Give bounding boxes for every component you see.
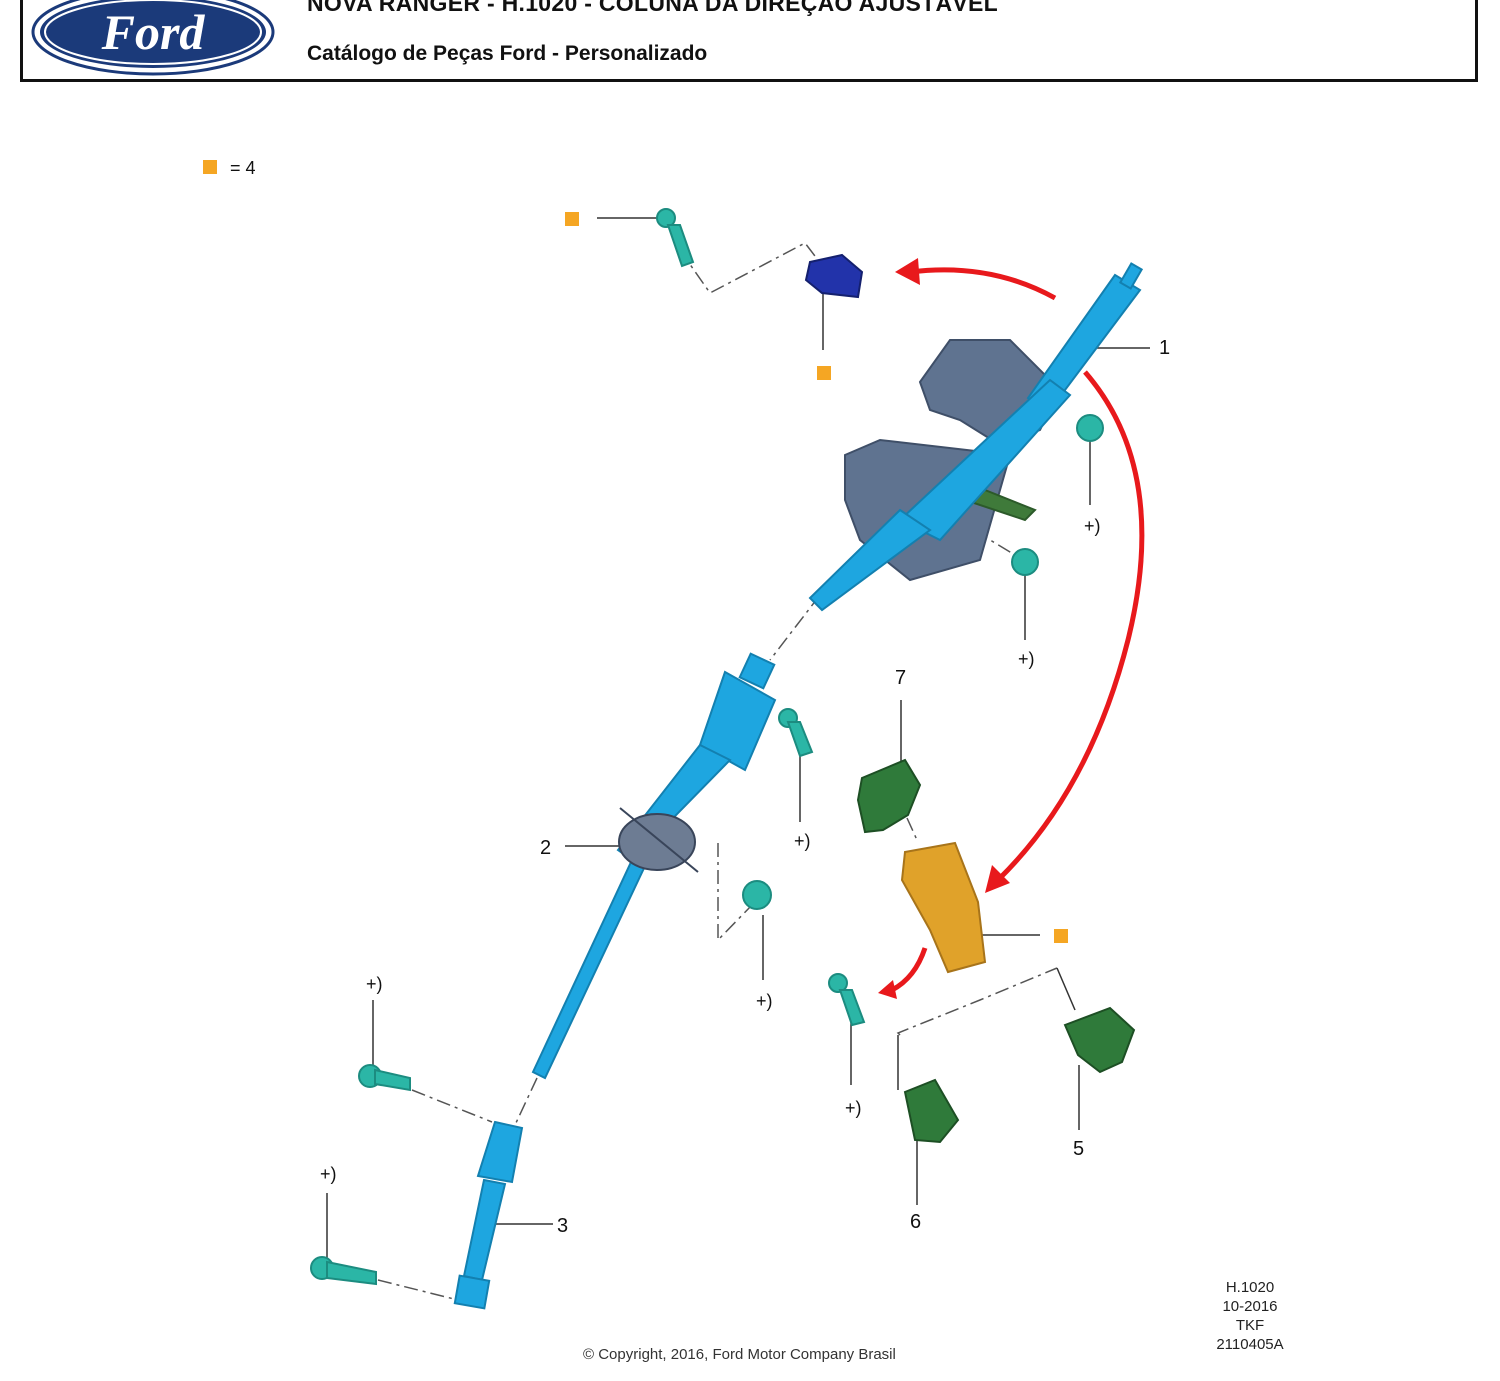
legend-text: = 4 [230,158,256,178]
plus-label: +) [1018,649,1035,669]
copyright: © Copyright, 2016, Ford Motor Company Br… [583,1346,896,1363]
callout-1: 1 [1159,337,1170,359]
plus-label: +) [366,974,383,994]
plus-labels: +) +) +) +) +) +) +) [320,516,1101,1184]
fasteners [310,208,1104,1286]
part-markers [565,212,1068,943]
page-title: NOVA RANGER - H.1020 - COLUNA DA DIREÇÃO… [307,0,999,16]
plus-label: +) [845,1098,862,1118]
diagram-code: H.1020 [1225,1279,1275,1296]
steering-column [808,262,1144,612]
plus-label: +) [756,991,773,1011]
orange-shroud [900,841,987,974]
plus-label: +) [1084,516,1101,536]
diagram-tag: TKF [1235,1317,1265,1334]
arrowheads [878,258,1010,999]
green-trims [856,758,1136,1144]
leader-lines [326,217,1150,1258]
plus-label: +) [794,831,811,851]
page-subtitle: Catálogo de Peças Ford - Personalizado [307,42,708,65]
callout-labels: 1 2 3 5 6 7 [540,337,1170,1237]
lower-shaft [453,1120,524,1310]
callout-5: 5 [1073,1138,1084,1160]
callout-6: 6 [910,1211,921,1233]
blue-clip [804,253,864,299]
callout-7: 7 [895,667,906,689]
legend-marker [203,160,217,174]
ford-logo-lettering: Ford [101,4,206,60]
diagram-date: 10-2016 [1222,1298,1278,1315]
ford-logo: Ford [31,0,275,76]
arrows [890,267,1145,993]
diagram-reference: H.1020 10-2016 TKF 2110405A [1200,1278,1300,1354]
plus-label: +) [320,1164,337,1184]
callout-3: 3 [557,1215,568,1237]
boot-seal [618,807,699,873]
callout-2: 2 [540,837,551,859]
diagram-ref: 2110405A [1216,1336,1284,1353]
